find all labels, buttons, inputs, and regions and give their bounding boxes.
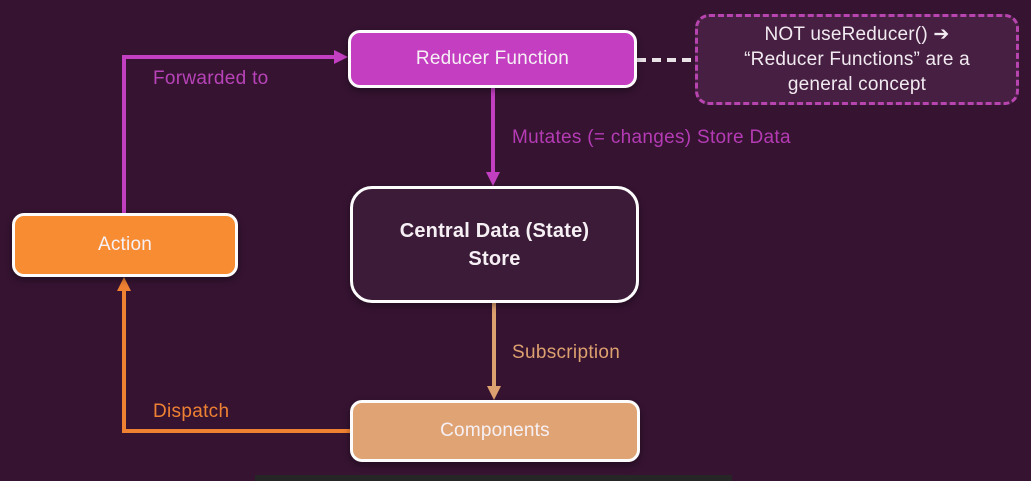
edge-label-mutates: Mutates (= changes) Store Data [512, 127, 791, 148]
note-callout-text: NOT useReducer() ➔ “Reducer Functions” a… [744, 23, 970, 96]
edge-label-dispatch: Dispatch [153, 401, 230, 422]
bottom-edge-bar [255, 475, 732, 481]
edge-label-forwarded-to: Forwarded to [153, 68, 269, 89]
node-components: Components [350, 400, 640, 462]
node-action-label: Action [97, 234, 152, 255]
note-callout: NOT useReducer() ➔ “Reducer Functions” a… [695, 14, 1019, 105]
node-central-data-store: Central Data (State) Store [350, 186, 639, 303]
node-components-label: Components [440, 420, 550, 441]
node-central-data-store-label: Central Data (State) Store [399, 219, 590, 270]
node-reducer-function: Reducer Function [348, 30, 637, 88]
node-action: Action [12, 213, 238, 277]
edge-label-subscription: Subscription [512, 342, 621, 363]
node-reducer-function-label: Reducer Function [415, 48, 570, 69]
edge-subscription [487, 303, 501, 400]
edge-dispatch [117, 277, 350, 433]
edge-mutates [486, 88, 500, 186]
